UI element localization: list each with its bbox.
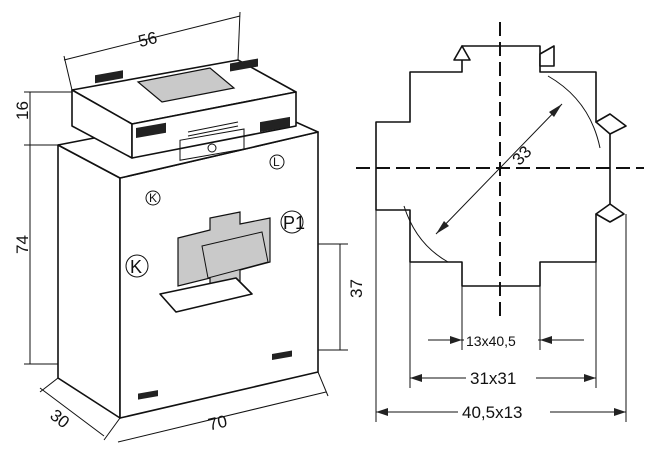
clamp-right-top: [230, 58, 258, 72]
busbar-slot: [159, 277, 253, 313]
terminal-screw: [207, 143, 217, 153]
clip-tab-top: [453, 45, 471, 61]
clamp-left-front: [136, 122, 166, 139]
foot-right: [272, 350, 292, 361]
diameter-arc-top: [547, 75, 601, 149]
dim-width: 70: [206, 412, 229, 435]
foot-left: [138, 390, 158, 400]
dim-top-width: 56: [136, 28, 159, 51]
dim-33-arrow-2: [549, 104, 562, 117]
dim-33-line: [435, 103, 563, 235]
primary-window: [177, 211, 271, 291]
front-view: 33 13x40,5 31x31 40,5x13: [356, 22, 644, 422]
dim-square: 31x31: [470, 369, 516, 388]
marking-p1-circle: [280, 210, 304, 234]
dim-70-line: [117, 391, 327, 443]
marking-k-small-circle: [145, 190, 161, 206]
marking-k-small: K: [149, 191, 157, 205]
arrow-13-right: [540, 336, 552, 344]
clip-tab-right-top: [595, 113, 627, 135]
clip-tab-right-bottom: [595, 203, 625, 223]
dim-31x31-bg: [466, 368, 536, 388]
terminal-slot: [187, 121, 239, 133]
cross-section-outline: [375, 45, 611, 287]
marking-l-small: L: [273, 155, 280, 169]
dim-height-body: 74: [13, 235, 32, 254]
clamp-left-top: [95, 70, 123, 84]
dim-window-height: 37: [347, 279, 366, 298]
marking-p1: P1: [283, 213, 305, 233]
dim-30-line: [39, 387, 105, 437]
body-side-face: [57, 144, 121, 419]
arrow-40-right: [614, 408, 626, 416]
terminal-front: [131, 91, 297, 159]
arrow-31-left: [410, 374, 422, 382]
marking-k-large-circle: [125, 254, 149, 278]
arrow-13-left: [450, 336, 462, 344]
dim-56-line: [63, 15, 241, 61]
busbar-inner: [201, 231, 269, 279]
dim-30-ext: [39, 377, 59, 393]
dim-30-ext-2: [103, 417, 121, 441]
dim-13x40-bg: [464, 330, 538, 350]
arrow-31-right: [584, 374, 596, 382]
label-recess: [136, 67, 236, 103]
marking-k-large: K: [130, 257, 142, 277]
dim-33-arrow-1: [436, 221, 449, 234]
dim-56-ext-right: [237, 11, 241, 61]
marking-l-small-circle: [269, 154, 285, 170]
nameplate-slot: [179, 128, 245, 161]
dim-height-top: 16: [13, 101, 32, 120]
clamp-right-front: [260, 116, 290, 133]
arrow-40-left: [376, 408, 388, 416]
dim-bar-small: 13x40,5: [466, 333, 516, 349]
clip-tab-top-right: [539, 45, 555, 67]
dim-56-ext-left: [63, 55, 73, 91]
terminal-slot-2: [187, 125, 239, 137]
diameter-arc-bottom: [403, 205, 449, 263]
dim-bar-large: 40,5x13: [462, 403, 523, 422]
dim-70-ext-right: [317, 371, 329, 397]
isometric-view: K L K P1 56 16 74 37 30 70: [13, 11, 366, 443]
dim-40x13-bg: [458, 402, 550, 422]
